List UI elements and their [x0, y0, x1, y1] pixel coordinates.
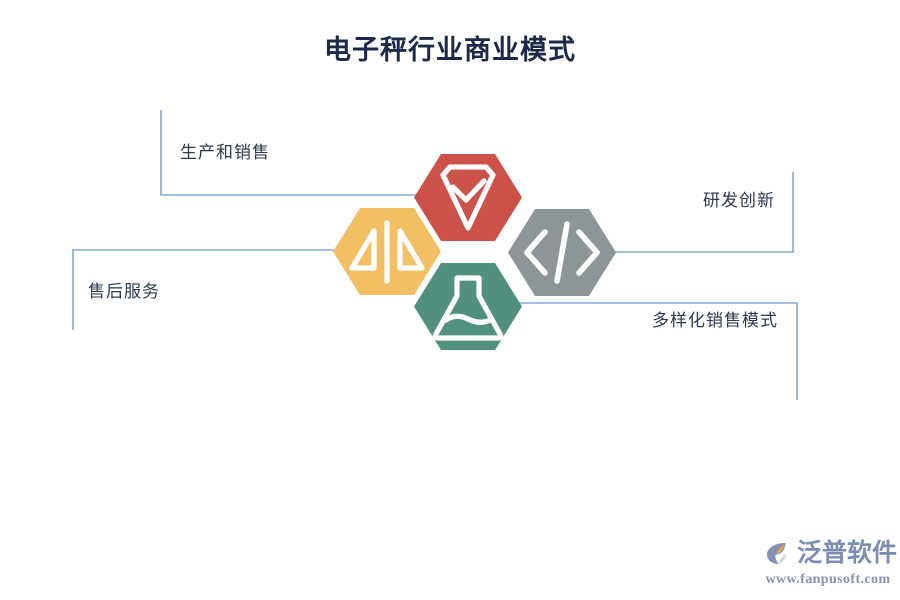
- code-brackets-icon: [524, 221, 600, 284]
- flask-icon: [432, 275, 504, 341]
- hex-node-diversified-sales[interactable]: [414, 263, 522, 350]
- diamond-check-icon: [440, 164, 496, 231]
- connector-production-sales: [160, 110, 448, 196]
- fanpu-logo-icon: [767, 543, 786, 564]
- label-after-sales-service: 售后服务: [88, 282, 160, 301]
- connector-lines: [72, 110, 798, 400]
- hex-node-after-sales-service[interactable]: [333, 208, 441, 295]
- logo-name: 泛普软件: [797, 538, 898, 567]
- balance-scale-icon: [349, 220, 425, 284]
- label-production-sales: 生产和销售: [180, 143, 270, 162]
- footer-logo: 泛普软件 www.fanpusoft.com: [762, 536, 898, 594]
- label-rd-innovation: 研发创新: [703, 191, 775, 210]
- hex-node-rd-innovation[interactable]: [508, 209, 616, 296]
- page-title: 电子秤行业商业模式: [324, 35, 576, 65]
- hex-node-production-sales[interactable]: [414, 154, 522, 241]
- logo-row: 泛普软件: [762, 536, 898, 570]
- label-diversified-sales-model: 多样化销售模式: [652, 311, 778, 330]
- connector-after-sales: [72, 249, 360, 330]
- logo-url: www.fanpusoft.com: [765, 572, 891, 587]
- connector-diversified-sales: [505, 302, 798, 400]
- connector-rd-innovation: [596, 172, 794, 253]
